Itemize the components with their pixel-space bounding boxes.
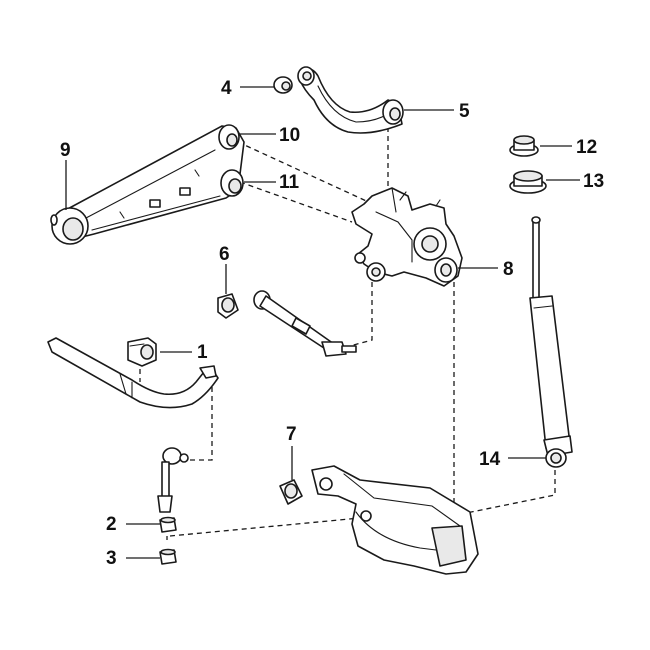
toe-control-link (253, 290, 357, 357)
bushing-part-10 (218, 124, 240, 150)
callout-5: 5 (459, 101, 470, 122)
bushing-part-4 (273, 76, 293, 94)
mount-part-13 (509, 170, 547, 194)
callout-8: 8 (503, 259, 514, 280)
mount-part-12 (509, 135, 539, 157)
lower-control-arm (50, 125, 245, 245)
bushing-part-7 (279, 479, 303, 505)
bushing-part-3 (159, 548, 177, 565)
stabilizer-bushing-part-1 (127, 337, 157, 367)
lower-trailing-arm (311, 465, 479, 575)
bushing-part-2 (159, 516, 177, 533)
callout-9: 9 (60, 140, 71, 161)
upper-control-arm (297, 66, 404, 134)
callout-13: 13 (583, 171, 604, 192)
callout-14: 14 (479, 449, 501, 470)
callout-labels: 1 2 3 4 5 6 7 8 9 10 11 12 13 14 (60, 78, 604, 569)
callout-12: 12 (576, 137, 597, 158)
bushing-part-11 (220, 169, 244, 197)
leader-lines (65, 86, 580, 559)
callout-1: 1 (197, 342, 208, 363)
callout-3: 3 (106, 548, 117, 569)
callout-10: 10 (279, 125, 300, 146)
bushing-part-6 (217, 293, 239, 319)
callout-11: 11 (279, 172, 300, 193)
stabilizer-bar (47, 337, 219, 409)
callout-6: 6 (219, 244, 230, 265)
callout-4: 4 (221, 78, 232, 99)
stabilizer-link (157, 447, 189, 513)
steering-knuckle (351, 187, 463, 287)
callout-7: 7 (286, 424, 297, 445)
callout-2: 2 (106, 514, 117, 535)
shock-absorber (529, 216, 573, 468)
